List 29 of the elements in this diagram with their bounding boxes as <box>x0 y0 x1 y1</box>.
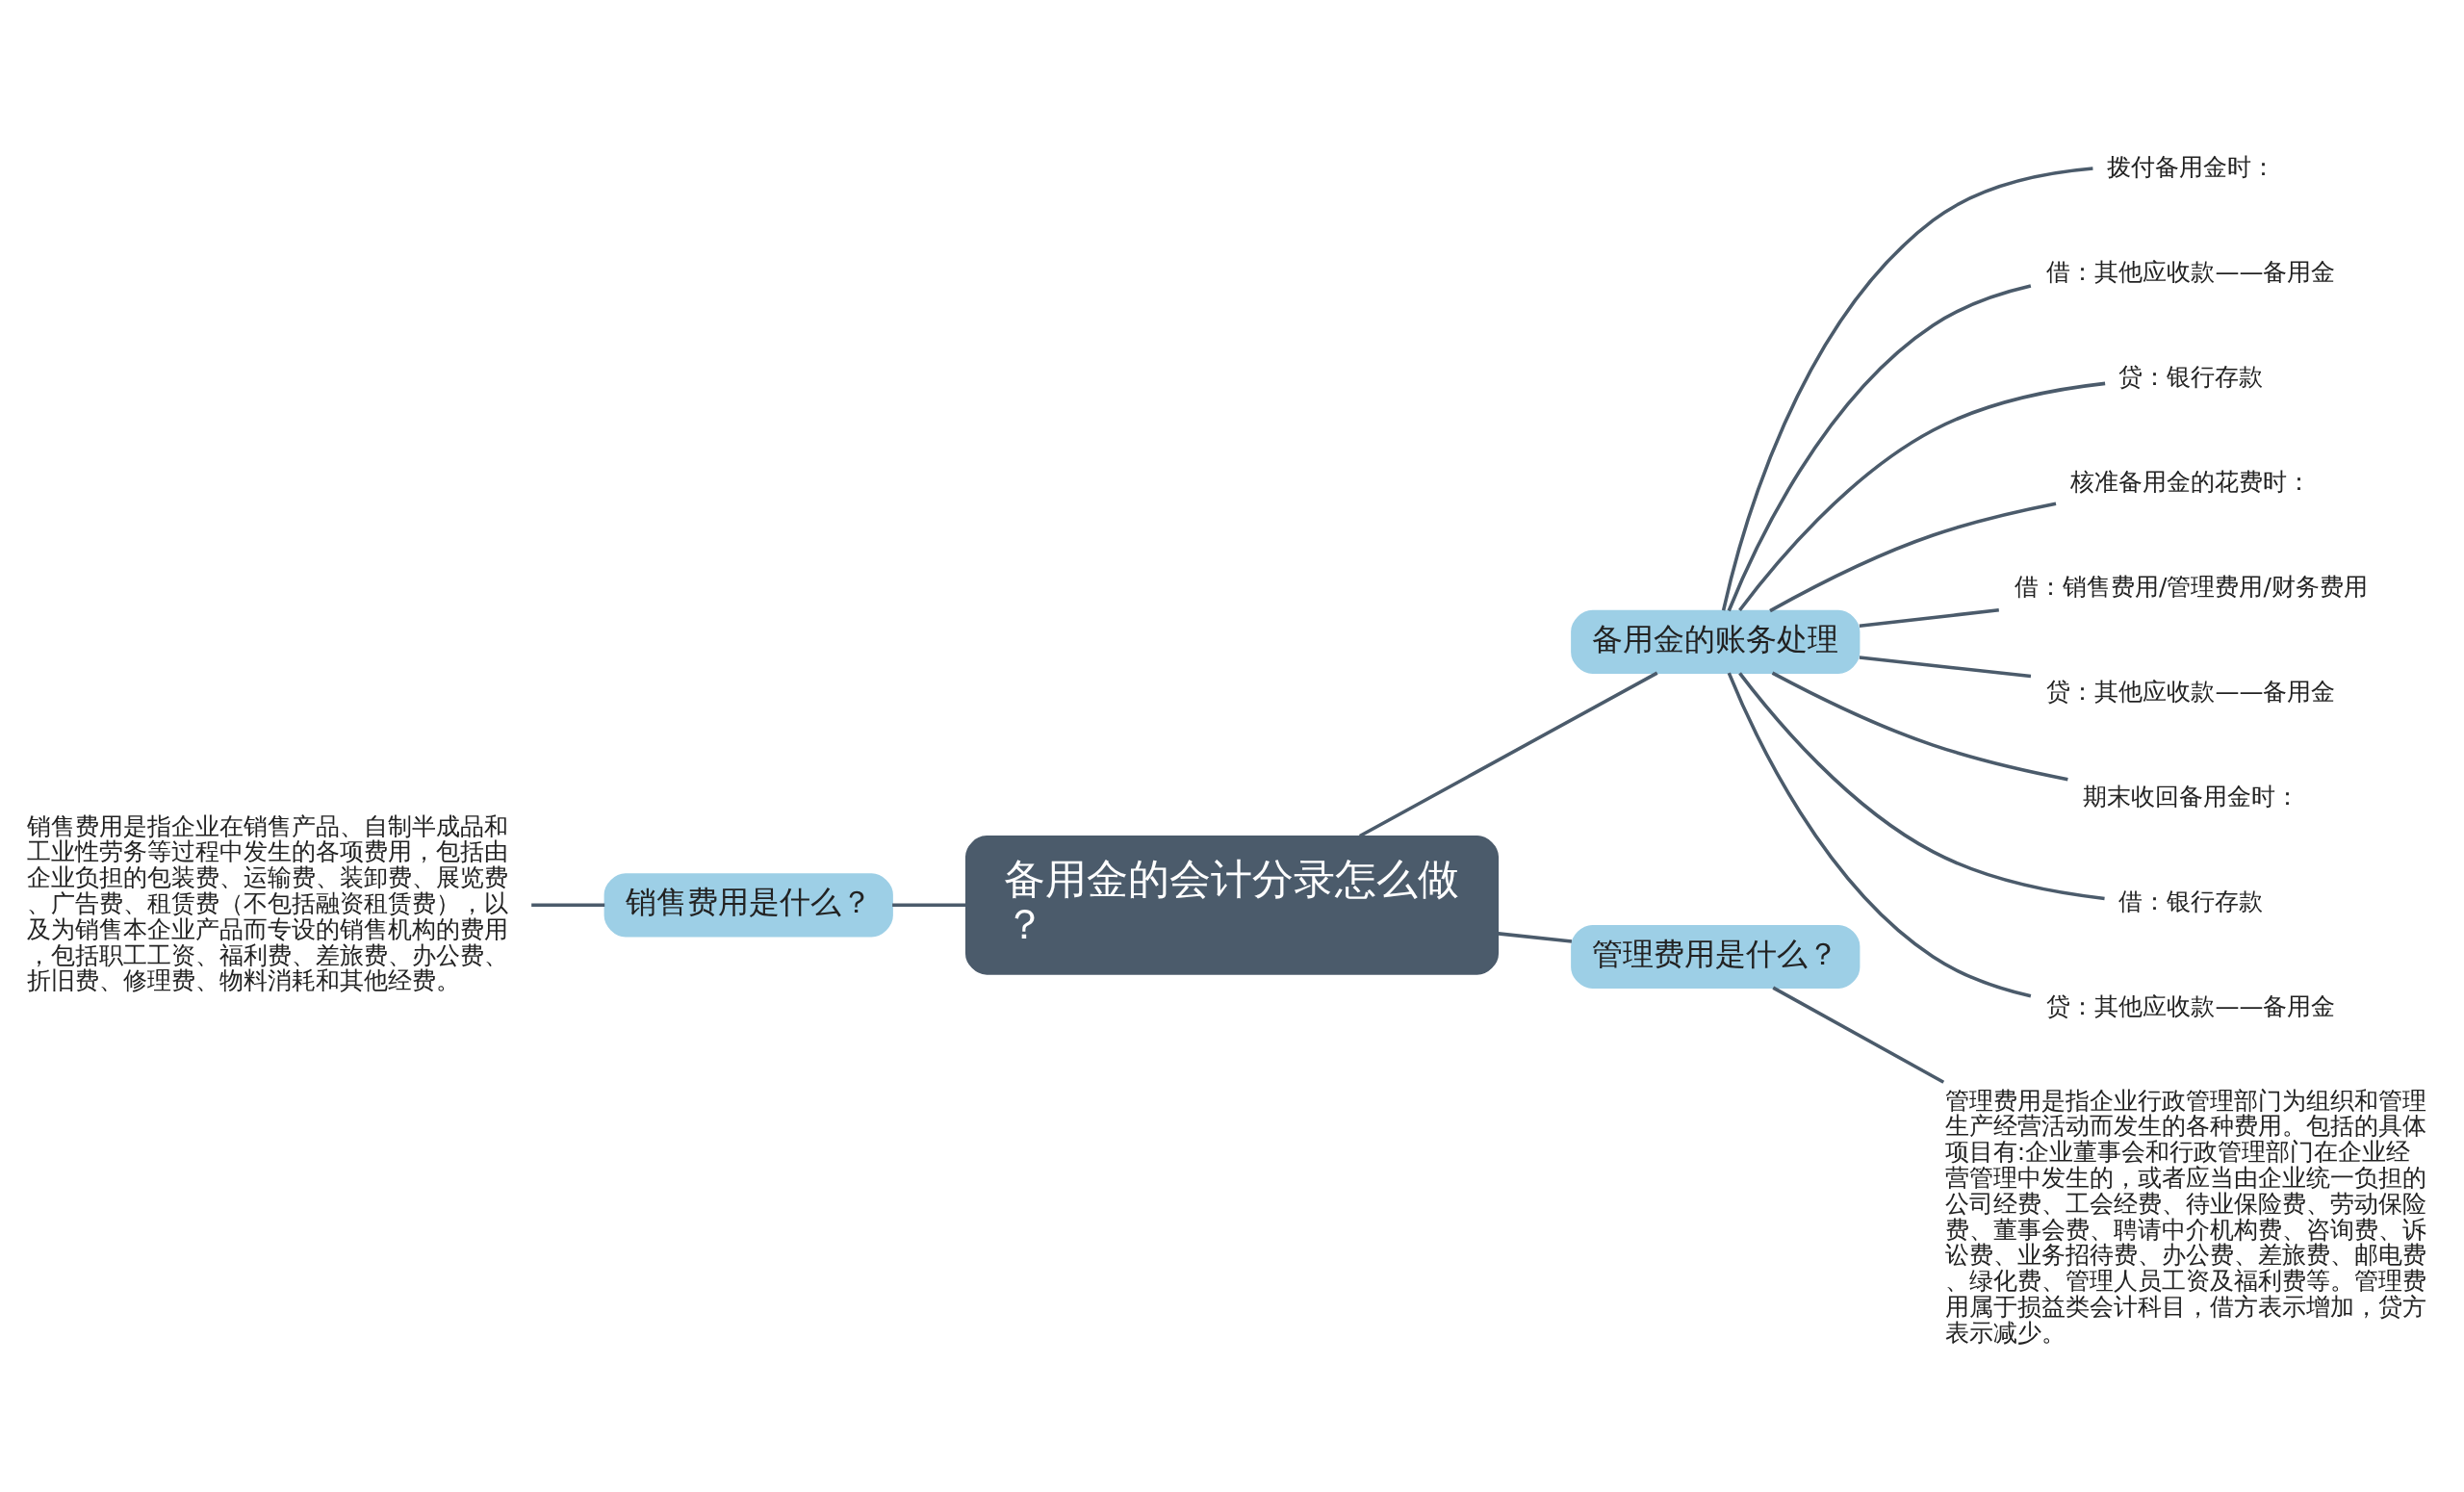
node-text: 销售费用是指企业在销售产品、自制半成品和工业性劳务等过程中发生的各项费用，包括由企业负担的包装费、运输费、装卸费、展览费、广告费、租赁费（不包括融资租赁费），以及为销售本企业产品而专设的销售机构的费用，包括职工工资、福利费、差旅费、办公费、折旧费、修理费、物料消耗和其他经费。 <box>26 811 508 995</box>
connector <box>892 903 966 908</box>
node-text: 期末收回备用金时： <box>2082 783 2299 811</box>
connector <box>1738 381 2106 612</box>
node-text: 借：销售费用/管理费用/财务费用 <box>2015 573 2368 602</box>
node-text: 管理费用是指企业行政管理部门为组织和管理生产经营活动而发生的各种费用。包括的具体项目有:企业董事会和行政管理部门在企业经营管理中发生的，或者应当由企业统一负担的公司经费、工会经费、待业保险费、劳动保险费、董事会费、聘请中介机构费、咨询费、诉讼费、业务招待费、办公费、差旅费、邮电费、绿化费、管理人员工资及福利费等。管理费用属于损益类会计科目，借方表示增加，贷方表示减少。 <box>1944 1086 2426 1347</box>
node-text: 借：其他应收款——备用金 <box>2046 257 2336 286</box>
connector <box>1498 932 1573 943</box>
node-text: 贷：银行存款 <box>2118 363 2264 391</box>
node-text: 核准备用金的花费时： <box>2070 468 2312 497</box>
node-box: 管理费用是什么？ <box>1571 924 1861 990</box>
node-box: 备用金的会计分录怎么做？ <box>964 835 1500 975</box>
node-box: 备用金的账务处理 <box>1571 609 1861 674</box>
connector <box>1727 284 2032 612</box>
connector <box>1769 502 2057 613</box>
connector <box>1721 167 2093 611</box>
node-text: 拨付备用金时： <box>2106 152 2275 181</box>
node-text: 借：银行存款 <box>2118 887 2264 916</box>
node-text: 贷：其他应收款——备用金 <box>2046 678 2336 707</box>
connector <box>531 903 605 908</box>
node-box: 销售费用是什么？ <box>603 873 893 938</box>
connector <box>1771 671 2068 782</box>
connector <box>1772 986 1945 1084</box>
node-text: 贷：其他应收款——备用金 <box>2046 992 2336 1021</box>
connector <box>1727 672 2032 998</box>
connector <box>1859 656 2032 679</box>
connector <box>1738 672 2105 901</box>
connector <box>1358 671 1658 838</box>
connector <box>1859 608 1999 628</box>
